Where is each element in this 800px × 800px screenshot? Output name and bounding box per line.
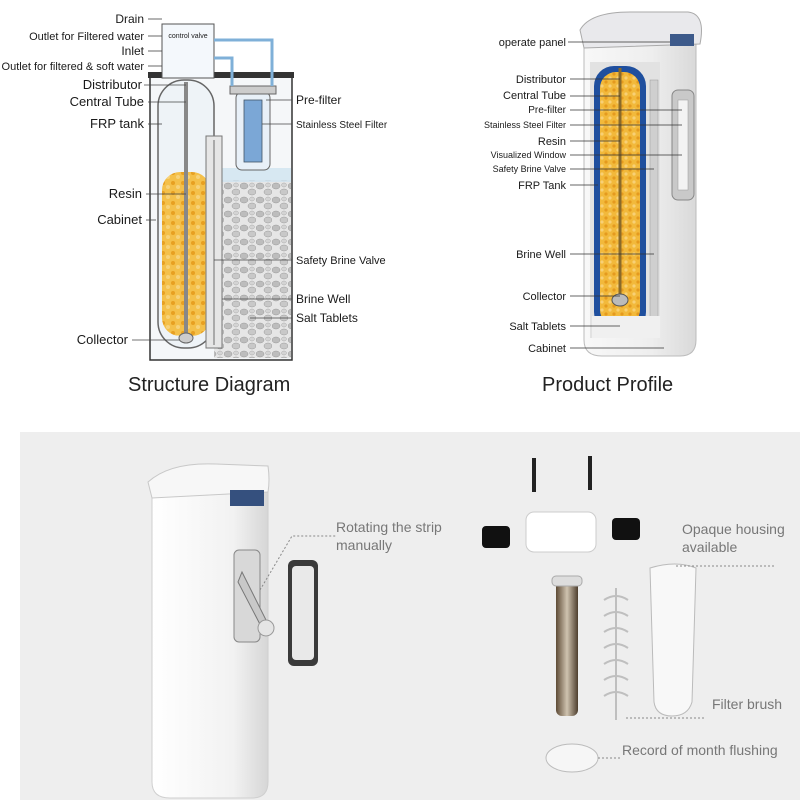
profile-label-resin: Resin [538, 136, 566, 148]
structure-diagram-illustration: Drain Outlet for Filtered water Inlet Ou… [2, 12, 388, 361]
product-profile-caption: Product Profile [542, 374, 674, 396]
profile-label-salt-tablets: Salt Tablets [509, 321, 566, 333]
rotating-strip-note: Rotating the strip manually [336, 518, 442, 554]
profile-label-safety-brine-valve: Safety Brine Valve [493, 164, 566, 174]
label-cabinet: Cabinet [97, 212, 142, 227]
details-illustration [147, 456, 776, 799]
label-salt-tablets: Salt Tablets [296, 311, 358, 325]
label-safety-brine-valve: Safety Brine Valve [296, 255, 386, 267]
product-collector [611, 293, 629, 307]
label-inlet: Inlet [121, 44, 144, 58]
rotating-strip-line2: manually [336, 537, 393, 553]
product-salt-tablets [592, 316, 660, 338]
label-frp-tank: FRP tank [90, 116, 144, 131]
product-brine-well [649, 79, 659, 331]
rotating-strip-line1: Rotating the strip [336, 519, 442, 535]
profile-label-cabinet: Cabinet [528, 343, 566, 355]
softener-lid [147, 463, 270, 499]
flushing-record-note: Record of month flushing [622, 742, 778, 758]
label-stainless-steel-filter: Stainless Steel Filter [296, 120, 388, 131]
filter-brush-note: Filter brush [712, 696, 783, 712]
profile-label-distributor: Distributor [516, 74, 566, 86]
operate-panel-display [670, 34, 694, 46]
label-outlet-filtered-soft: Outlet for filtered & soft water [2, 61, 145, 73]
softener-display-panel [230, 490, 264, 506]
stainless-steel-filter [243, 99, 263, 163]
label-central-tube: Central Tube [70, 94, 144, 109]
stainless-steel-cartridge [556, 580, 578, 716]
control-valve [161, 23, 215, 79]
product-profile-illustration: operate panel Distributor Central Tube P… [484, 11, 702, 357]
filter-brush [603, 588, 629, 720]
product-profile-panel: operate panel Distributor Central Tube P… [420, 0, 800, 420]
profile-label-brine-well: Brine Well [516, 249, 566, 261]
profile-label-stainless-steel-filter: Stainless Steel Filter [484, 120, 566, 130]
label-collector: Collector [77, 332, 129, 347]
label-control-valve: control valve [168, 33, 207, 40]
collector [178, 332, 194, 344]
opaque-housing-line2: available [682, 539, 738, 555]
filter-head [525, 511, 597, 553]
flushing-record-cap [545, 743, 599, 773]
structure-diagram-caption: Structure Diagram [128, 374, 291, 396]
details-panel: Rotating the strip manually Opaque housi… [20, 432, 800, 800]
structure-diagram-panel: Drain Outlet for Filtered water Inlet Ou… [0, 0, 400, 420]
profile-label-pre-filter: Pre-filter [528, 105, 566, 116]
profile-label-frp-tank: FRP Tank [518, 180, 566, 192]
label-resin: Resin [109, 186, 142, 201]
label-distributor: Distributor [83, 77, 143, 92]
profile-label-central-tube: Central Tube [503, 90, 566, 102]
label-brine-well: Brine Well [296, 292, 350, 306]
cabinet-top-bar [148, 72, 294, 78]
opaque-housing-line1: Opaque housing [682, 521, 785, 537]
label-drain: Drain [115, 12, 144, 26]
opaque-housing-note: Opaque housing available [682, 520, 785, 556]
opaque-housing [649, 563, 697, 717]
profile-label-collector: Collector [523, 291, 567, 303]
profile-label-operate-panel: operate panel [499, 37, 566, 49]
label-pre-filter: Pre-filter [296, 93, 341, 107]
profile-label-visualized-window: Visualized Window [491, 150, 567, 160]
label-outlet-filtered: Outlet for Filtered water [29, 31, 144, 43]
salt-tablets-fill [214, 180, 291, 358]
